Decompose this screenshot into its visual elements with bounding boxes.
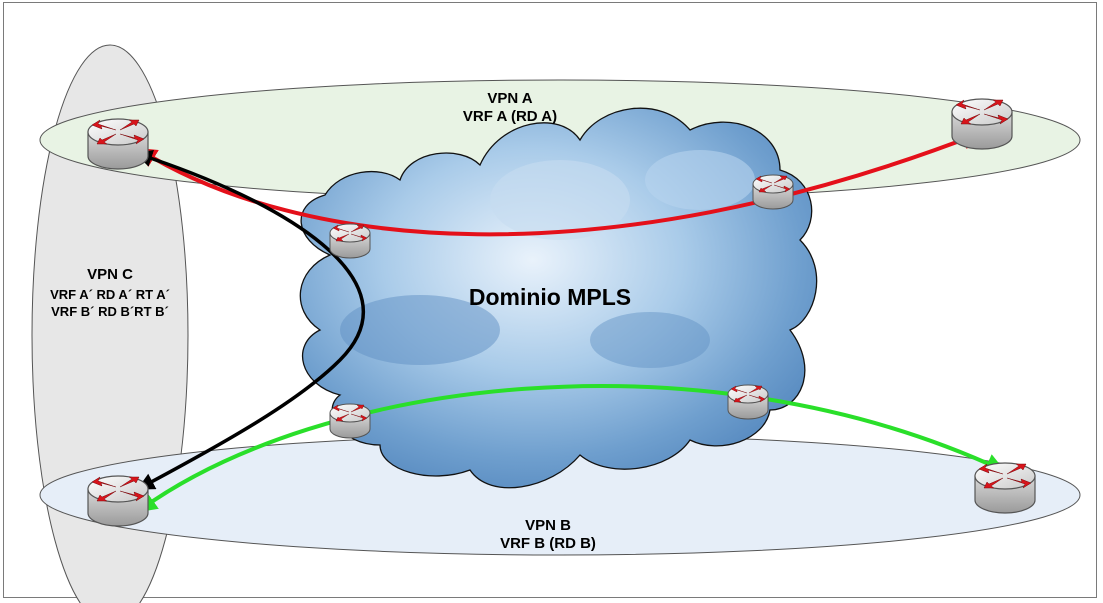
router-icon [727, 384, 769, 420]
router-icon [87, 118, 149, 170]
vpn-a-path [136, 130, 982, 237]
vpn-a-vrf: VRF A (RD A) [462, 108, 558, 125]
cloud-icon [299, 107, 818, 489]
vpn-a-label: VPN A VRF A (RD A) [420, 90, 600, 126]
router-icon [752, 174, 794, 210]
router-icon [974, 462, 1036, 514]
vpn-a-name: VPN A [487, 90, 533, 107]
router-icon [329, 223, 371, 259]
vpn-b-path [136, 383, 1006, 513]
vpn-c-label: VPN C VRF A´ RD A´ RT A´ VRF B´ RD B´RT … [30, 264, 190, 320]
diagram-frame [3, 2, 1097, 598]
vpn-c-name: VPN C [87, 266, 133, 283]
vpn-c-line2: VRF B´ RD B´RT B´ [51, 304, 169, 319]
router-icon [329, 403, 371, 439]
vpn-b-label: VPN B VRF B (RD B) [458, 517, 638, 553]
vpn-b-name: VPN B [525, 517, 571, 534]
router-icon [951, 98, 1013, 150]
router-icon [87, 475, 149, 527]
vpn-c-line1: VRF A´ RD A´ RT A´ [50, 287, 170, 302]
mpls-domain-label: Dominio MPLS [468, 284, 632, 310]
vpn-c-path [134, 149, 366, 490]
vpn-b-vrf: VRF B (RD B) [500, 535, 596, 552]
